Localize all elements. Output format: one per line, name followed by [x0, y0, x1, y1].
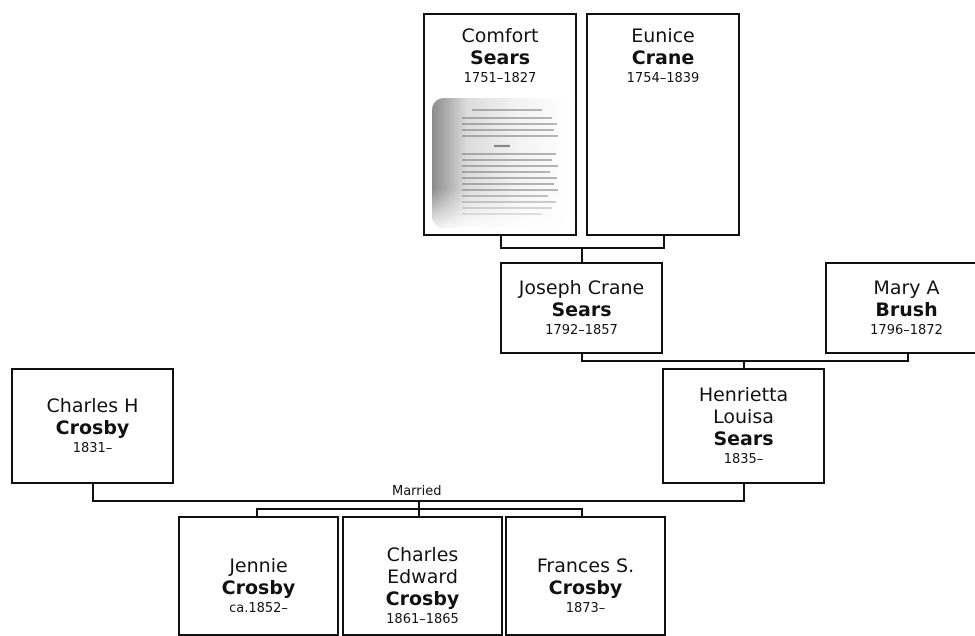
connector-line	[256, 508, 258, 517]
connector-line	[418, 508, 420, 517]
given-name: Jennie	[229, 555, 288, 577]
surname: Crosby	[221, 577, 296, 599]
connector-line	[581, 508, 583, 517]
scanned-document-icon[interactable]	[432, 96, 574, 230]
life-dates: 1835–	[723, 452, 764, 467]
surname: Sears	[469, 47, 531, 69]
person-box-mary-a-brush[interactable]: Mary A Brush 1796–1872	[825, 262, 975, 354]
person-box-henrietta-louisa-sears[interactable]: Henrietta Louisa Sears 1835–	[662, 368, 825, 484]
person-box-charles-h-crosby[interactable]: Charles H Crosby 1831–	[11, 368, 174, 484]
given-name: Mary A	[873, 277, 940, 299]
connector-line	[907, 352, 909, 362]
person-box-joseph-crane-sears[interactable]: Joseph Crane Sears 1792–1857	[500, 262, 663, 354]
person-box-frances-s-crosby[interactable]: Frances S. Crosby 1873–	[505, 516, 666, 636]
surname: Sears	[713, 428, 774, 450]
given-name: Frances S.	[536, 555, 635, 577]
connector-line	[581, 360, 909, 362]
surname: Brush	[875, 299, 938, 321]
surname: Crosby	[55, 417, 130, 439]
connector-line	[743, 484, 745, 501]
surname: Crosby	[385, 588, 460, 610]
given-name: Comfort	[461, 25, 539, 47]
connector-line	[500, 234, 502, 248]
life-dates: 1792–1857	[545, 323, 618, 338]
life-dates: 1861–1865	[386, 612, 459, 627]
life-dates: 1796–1872	[870, 323, 943, 338]
life-dates: 1873–	[565, 601, 606, 616]
given-name: Charles Edward	[386, 544, 459, 588]
marriage-label: Married	[390, 484, 444, 499]
life-dates: 1751–1827	[463, 71, 537, 86]
given-name: Eunice	[631, 25, 695, 47]
given-name: Joseph Crane	[518, 277, 645, 299]
given-name: Henrietta Louisa	[698, 384, 789, 428]
connector-line	[418, 500, 420, 509]
surname: Crosby	[548, 577, 623, 599]
life-dates: 1754–1839	[626, 71, 700, 86]
person-box-eunice-crane[interactable]: Eunice Crane 1754–1839	[586, 13, 740, 236]
connector-line	[581, 352, 583, 362]
life-dates: 1831–	[72, 441, 113, 456]
surname: Crane	[631, 47, 695, 69]
surname: Sears	[551, 299, 612, 321]
given-name: Charles H	[46, 395, 139, 417]
life-dates: ca.1852–	[229, 601, 288, 616]
connector-line	[743, 360, 745, 370]
person-box-jennie-crosby[interactable]: Jennie Crosby ca.1852–	[178, 516, 339, 636]
connector-line	[581, 247, 583, 262]
connector-line	[92, 482, 94, 501]
person-box-charles-edward-crosby[interactable]: Charles Edward Crosby 1861–1865	[342, 516, 503, 636]
connector-line	[663, 234, 665, 248]
